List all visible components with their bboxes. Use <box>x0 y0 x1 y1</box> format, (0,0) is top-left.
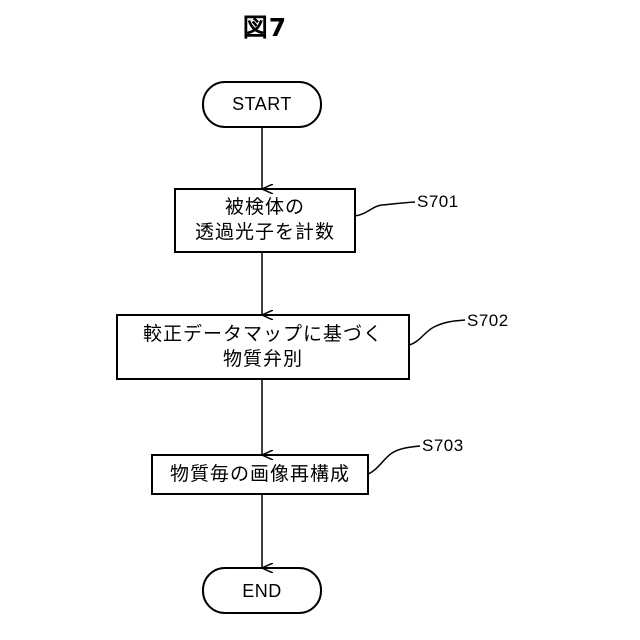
leader-s703 <box>368 446 420 474</box>
step-id-s701: S701 <box>417 192 459 212</box>
s703-text: 物質毎の画像再構成 <box>152 462 368 487</box>
s701-line-2: 透過光子を計数 <box>175 220 355 245</box>
end-label: END <box>203 579 321 603</box>
s701-line-1: 被検体の <box>175 195 355 220</box>
leader-s702 <box>409 320 465 345</box>
s702-text: 較正データマップに基づく 物質弁別 <box>117 322 409 372</box>
start-label: START <box>203 92 321 116</box>
s702-line-1: 較正データマップに基づく <box>117 322 409 347</box>
s702-line-2: 物質弁別 <box>117 347 409 372</box>
step-id-s703: S703 <box>422 436 464 456</box>
step-id-s702: S702 <box>467 311 509 331</box>
s701-text: 被検体の 透過光子を計数 <box>175 195 355 245</box>
s703-line-1: 物質毎の画像再構成 <box>152 462 368 487</box>
leader-s701 <box>355 202 415 216</box>
